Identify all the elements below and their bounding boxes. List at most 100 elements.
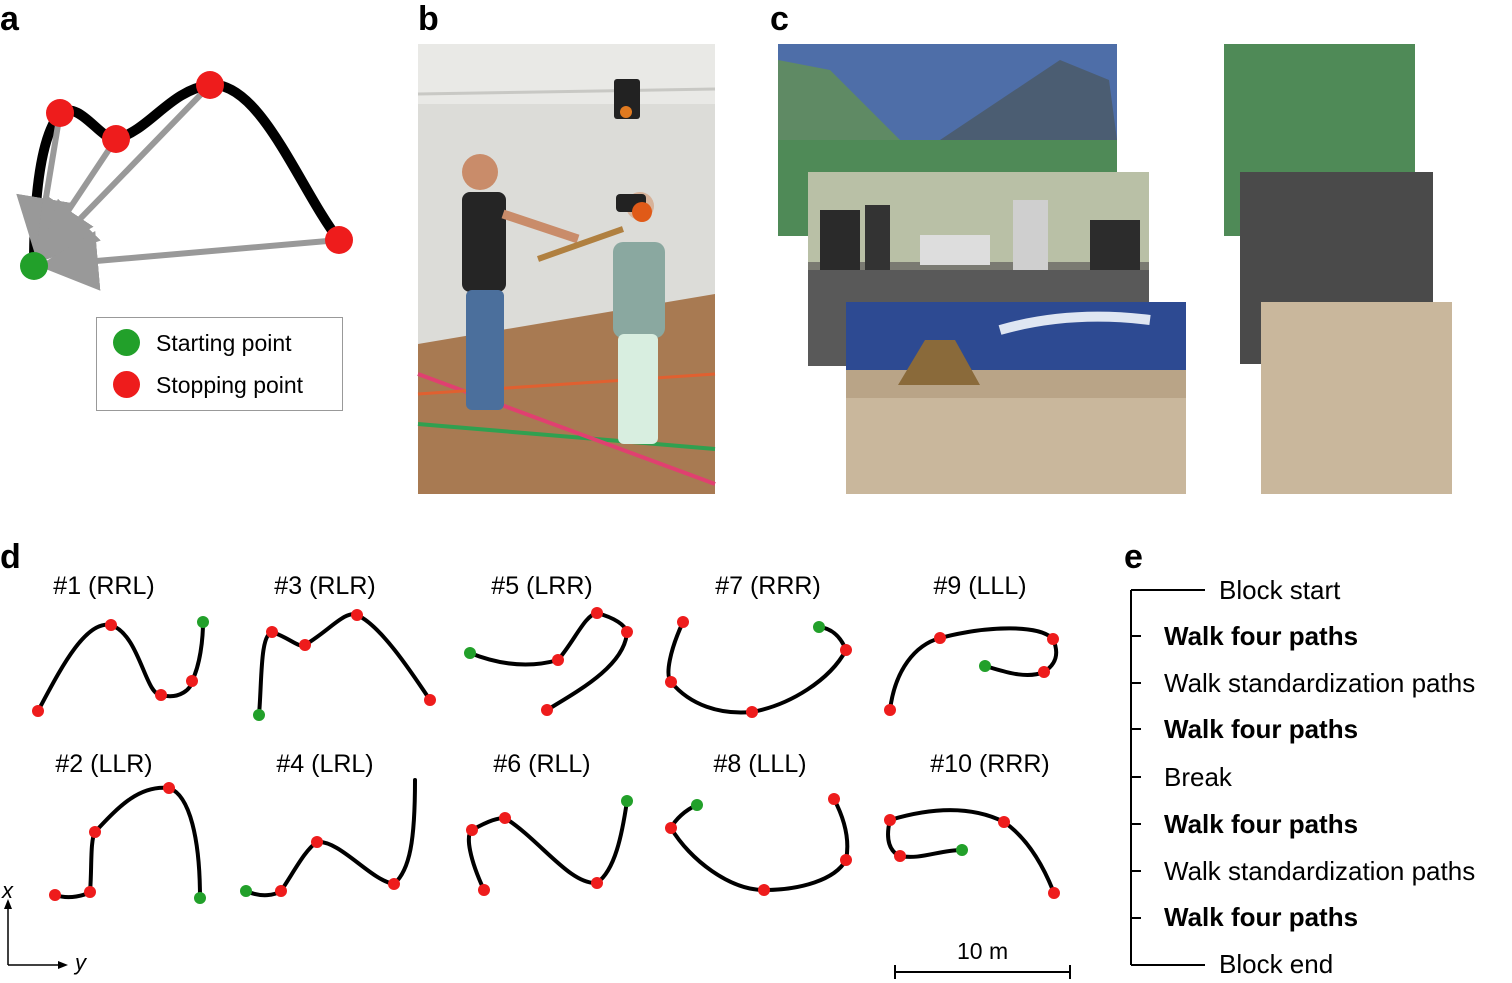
stop-point	[466, 824, 478, 836]
legend-start-label: Starting point	[156, 329, 292, 356]
start-point	[197, 616, 209, 628]
timeline-item: Walk standardization paths	[1164, 668, 1476, 698]
stop-dot-icon	[113, 371, 140, 398]
stop-point	[1047, 633, 1059, 645]
stop-point	[665, 822, 677, 834]
timeline-item: Walk four paths	[1164, 714, 1359, 744]
stop-point	[32, 705, 44, 717]
desert-scene	[846, 302, 1186, 494]
path-4	[244, 778, 417, 898]
path-title: #10 (RRR)	[930, 750, 1050, 778]
scale-bar-label: 10 m	[957, 938, 1009, 964]
stop-point	[163, 782, 175, 794]
stop-point	[828, 793, 840, 805]
panel-label-e: e	[1124, 538, 1143, 576]
stop-point	[591, 607, 603, 619]
stop-point	[621, 626, 633, 638]
path-5	[468, 610, 630, 712]
stop-point	[351, 609, 363, 621]
timeline-bracket	[1130, 589, 1205, 966]
homing-arrow-4	[38, 230, 340, 291]
stop-point	[46, 99, 74, 127]
timeline-item: Break	[1164, 762, 1232, 792]
path-title: #7 (RRR)	[715, 572, 821, 600]
stop-point	[1048, 887, 1060, 899]
panel-label-c: c	[770, 0, 789, 38]
vr-environments	[778, 44, 1452, 494]
y-axis-label: y	[75, 950, 86, 975]
stop-point	[388, 878, 400, 890]
sand-texture	[1261, 302, 1452, 494]
homing-arrow-3	[37, 82, 213, 263]
path-title: #2 (LLR)	[55, 750, 153, 778]
start-point	[194, 892, 206, 904]
path-title: #6 (RLL)	[493, 750, 591, 778]
start-point	[464, 647, 476, 659]
stop-point	[840, 854, 852, 866]
path-title: #1 (RRL)	[53, 572, 155, 600]
start-point	[691, 799, 703, 811]
stop-point	[998, 816, 1010, 828]
stop-point	[1038, 666, 1050, 678]
legend-stop: Stopping point	[113, 371, 303, 398]
stop-point	[884, 814, 896, 826]
timeline-item: Block end	[1219, 949, 1334, 979]
stop-point	[84, 886, 96, 898]
start-point	[253, 709, 265, 721]
stop-point	[758, 884, 770, 896]
path-3	[257, 612, 432, 717]
path-7	[666, 620, 849, 715]
path-set	[32, 607, 1060, 904]
experiment-photo	[417, 44, 716, 494]
stop-point	[266, 626, 278, 638]
axes-indicator	[4, 899, 68, 969]
stop-point	[840, 644, 852, 656]
legend: Starting point Stopping point	[96, 317, 343, 411]
path-title: #8 (LLL)	[713, 750, 807, 778]
stop-point	[311, 836, 323, 848]
x-axis-label: x	[2, 878, 13, 903]
start-point	[20, 252, 48, 280]
stop-point	[102, 125, 130, 153]
stop-point	[665, 676, 677, 688]
panel-label-a: a	[0, 0, 19, 38]
stop-point	[49, 889, 61, 901]
path-1	[36, 620, 205, 713]
path-8	[668, 797, 850, 893]
timeline-item: Walk four paths	[1164, 809, 1359, 839]
timeline-item: Walk standardization paths	[1164, 856, 1476, 886]
panel-label-b: b	[418, 0, 439, 38]
path-title: #5 (LRR)	[491, 572, 593, 600]
path-2	[53, 785, 202, 900]
stop-point	[186, 675, 198, 687]
stop-point	[677, 616, 689, 628]
stop-point	[105, 619, 117, 631]
path-6	[466, 799, 629, 892]
start-point	[979, 660, 991, 672]
path-10	[886, 808, 1056, 895]
panel-label-d: d	[0, 538, 21, 576]
stop-point	[424, 694, 436, 706]
stop-point	[884, 704, 896, 716]
stop-point	[299, 639, 311, 651]
stop-point	[541, 704, 553, 716]
path-title: #3 (RLR)	[274, 572, 376, 600]
start-point	[813, 621, 825, 633]
stop-point	[325, 226, 353, 254]
timeline-item: Walk four paths	[1164, 902, 1359, 932]
start-point	[240, 885, 252, 897]
stop-point	[934, 632, 946, 644]
legend-stop-label: Stopping point	[156, 371, 304, 398]
timeline-item: Block start	[1219, 575, 1341, 605]
stop-point	[591, 877, 603, 889]
stop-point	[499, 812, 511, 824]
stop-point	[894, 850, 906, 862]
path-9	[888, 626, 1059, 712]
stop-point	[275, 885, 287, 897]
stop-point	[552, 654, 564, 666]
start-point	[956, 844, 968, 856]
stop-point	[746, 706, 758, 718]
stop-point	[89, 826, 101, 838]
legend-start: Starting point	[113, 329, 292, 356]
stop-point	[478, 884, 490, 896]
